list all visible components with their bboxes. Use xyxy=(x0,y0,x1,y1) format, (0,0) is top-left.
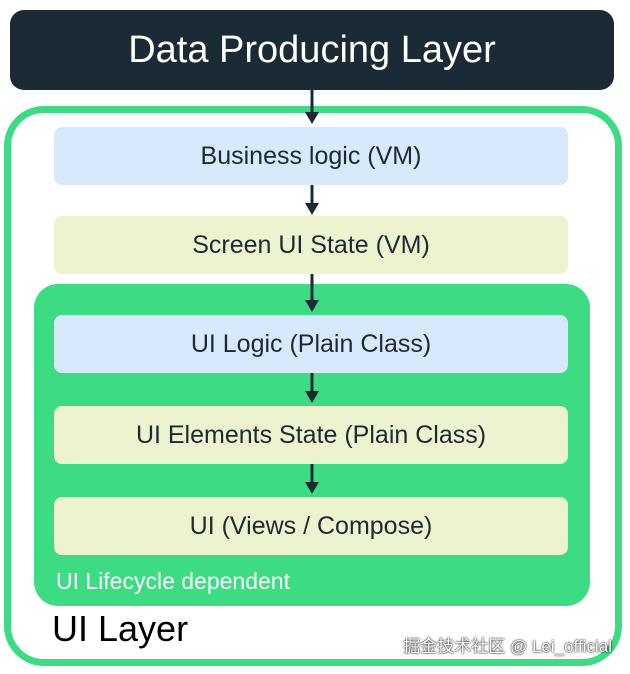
ui-views-compose-box: UI (Views / Compose) xyxy=(54,497,568,555)
arrow-down-icon xyxy=(304,274,320,314)
ui-logic-box: UI Logic (Plain Class) xyxy=(54,315,568,373)
arrow-down-icon xyxy=(304,373,320,405)
lifecycle-label: UI Lifecycle dependent xyxy=(56,568,290,594)
ui-layer-label: UI Layer xyxy=(52,608,189,649)
business-logic-box: Business logic (VM) xyxy=(54,127,568,185)
screen-ui-state-box: Screen UI State (VM) xyxy=(54,216,568,274)
watermark: 掘金技术社区 @ Lei_official xyxy=(403,637,612,656)
data-producing-layer: Data Producing Layer xyxy=(10,10,614,90)
arrow-down-icon xyxy=(304,90,320,126)
arrow-down-icon xyxy=(304,185,320,217)
arrow-down-icon xyxy=(304,464,320,496)
ui-elements-state-box: UI Elements State (Plain Class) xyxy=(54,406,568,464)
